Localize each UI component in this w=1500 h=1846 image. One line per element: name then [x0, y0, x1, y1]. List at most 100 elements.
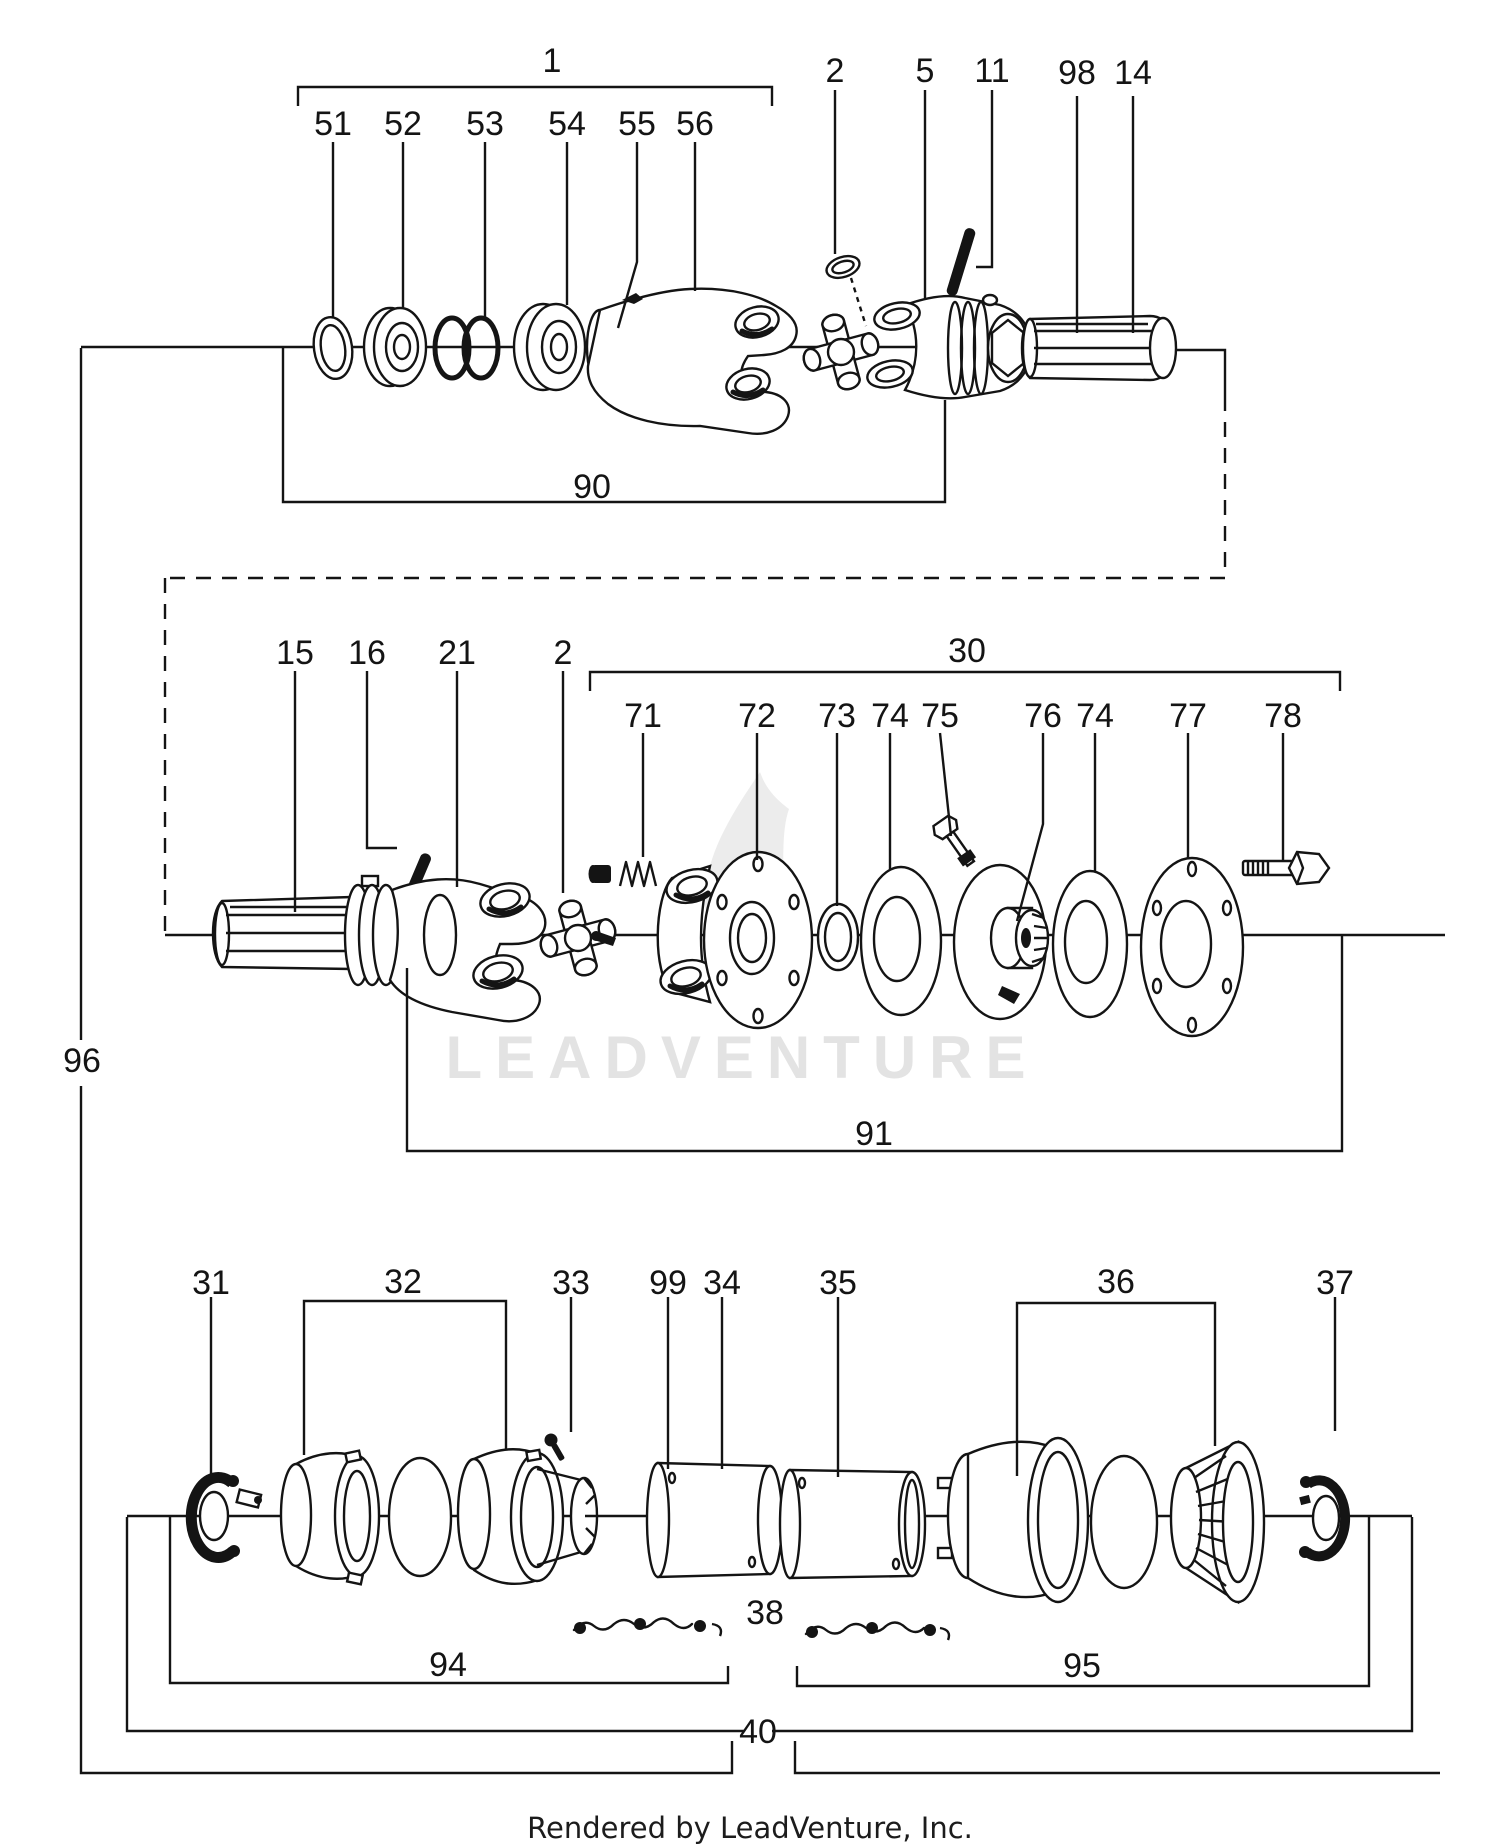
watermark-text: LEADVENTURE: [445, 1024, 1038, 1091]
part-label-53: 53: [466, 105, 504, 143]
part-label-36: 36: [1097, 1263, 1135, 1301]
part-label-33: 33: [552, 1264, 590, 1302]
part-label-2-top: 2: [826, 52, 845, 90]
part-32-shield-bell: [279, 1449, 381, 1586]
part-21-yoke: [343, 874, 547, 1023]
part-51-oring: [312, 315, 354, 381]
part-label-90: 90: [573, 468, 611, 506]
part-label-75: 75: [921, 697, 959, 735]
part-56-yoke: [585, 287, 798, 435]
part-label-94: 94: [429, 1646, 467, 1684]
group-brackets: [79, 85, 1440, 1775]
footer-credit: Rendered by LeadVenture, Inc.: [527, 1811, 973, 1845]
part-77-flange: [1139, 856, 1245, 1038]
part-76-hub-bearing: [952, 863, 1050, 1021]
part-label-11: 11: [974, 52, 1009, 90]
part-2-cross-journal-mid: [537, 897, 619, 979]
bottom-assembly: [185, 1433, 1351, 1641]
part-label-78: 78: [1264, 697, 1302, 735]
bracket-40-left: [125, 1517, 744, 1733]
leader-line-75: [938, 732, 953, 837]
part-53-orings: [432, 315, 501, 381]
bracket-91: [405, 936, 1344, 1153]
part-label-91: 91: [855, 1115, 893, 1153]
part-33-bolt: [544, 1433, 565, 1461]
part-54-bearing: [512, 302, 587, 392]
part-label-37: 37: [1316, 1264, 1354, 1302]
leader-line-11: [976, 90, 994, 269]
part-label-14: 14: [1114, 54, 1152, 92]
part-label-34: 34: [703, 1264, 741, 1302]
part-32-ring: [387, 1456, 453, 1578]
leader-line-76: [1015, 733, 1045, 922]
part-label-1: 1: [543, 42, 562, 80]
bracket-30: [588, 670, 1342, 691]
bracket-94: [168, 1517, 730, 1685]
part-36-ring: [1089, 1454, 1159, 1590]
part-label-52: 52: [384, 105, 422, 143]
part-38-chain-right: [804, 1621, 951, 1641]
part-36-shield-bell: [936, 1436, 1090, 1604]
part-73-ring: [816, 902, 860, 972]
part-71-setscrew-spring: [588, 860, 658, 888]
part-78-bolt: [1241, 850, 1331, 886]
part-label-51: 51: [314, 105, 352, 143]
part-label-31: 31: [192, 1264, 230, 1302]
part-label-30: 30: [948, 632, 986, 670]
bracket-1: [296, 85, 774, 106]
top-assembly: [312, 228, 1178, 435]
part-37-clamp: [1299, 1475, 1351, 1562]
part-label-77: 77: [1169, 697, 1207, 735]
part-label-96: 96: [63, 1042, 101, 1080]
part-label-74-a: 74: [871, 697, 909, 735]
part-34-shield-bell: [456, 1448, 599, 1586]
bracket-96-lower: [79, 1086, 734, 1775]
part-label-76: 76: [1024, 697, 1062, 735]
part-label-40: 40: [739, 1713, 777, 1751]
leader-lines: [209, 90, 1337, 1477]
part-label-5: 5: [916, 52, 935, 90]
part-74-washer-right: [1051, 869, 1129, 1019]
part-5-yoke-collar: [866, 293, 1033, 400]
bracket-36: [1015, 1301, 1217, 1476]
bracket-96-right: [793, 1741, 1440, 1775]
part-14-splined-shaft: [1020, 314, 1178, 382]
part-label-73: 73: [818, 697, 856, 735]
part-72-flange-yoke: [656, 850, 814, 1030]
part-label-2-mid: 2: [554, 634, 573, 672]
bracket-95: [795, 1517, 1371, 1688]
part-34-inner-tube: [645, 1461, 784, 1579]
part-label-35: 35: [819, 1264, 857, 1302]
part-74-washer-left: [859, 865, 943, 1017]
part-label-98: 98: [1058, 54, 1096, 92]
part-75-bolt: [932, 814, 977, 868]
shaft14-elbow: [1177, 348, 1227, 396]
part-35-tube: [778, 1468, 927, 1580]
bracket-32: [302, 1299, 508, 1455]
part-2-cross-journal-top: [800, 311, 882, 393]
part-label-16: 16: [348, 634, 386, 672]
part-38-chain-left: [572, 1617, 723, 1637]
leader-line-16: [365, 671, 397, 850]
part-52-bearing: [362, 306, 428, 388]
part-label-71: 71: [624, 697, 662, 735]
part-label-54: 54: [548, 105, 586, 143]
part-label-21: 21: [438, 634, 476, 672]
part-36-ratchet-cone: [1169, 1440, 1266, 1605]
part-label-74-b: 74: [1076, 697, 1114, 735]
part-label-32: 32: [384, 1263, 422, 1301]
part-label-55: 55: [618, 105, 656, 143]
part-11-roll-pin: [946, 228, 976, 296]
part-label-38: 38: [746, 1594, 784, 1632]
part-label-95: 95: [1063, 1647, 1101, 1685]
part-label-56: 56: [676, 105, 714, 143]
leader-line-55: [616, 142, 639, 329]
middle-assembly: [211, 814, 1331, 1038]
bracket-40-right: [772, 1517, 1414, 1733]
bracket-90: [281, 348, 947, 504]
part-2-snap-ring: [825, 254, 868, 327]
part-label-99: 99: [649, 1264, 687, 1302]
